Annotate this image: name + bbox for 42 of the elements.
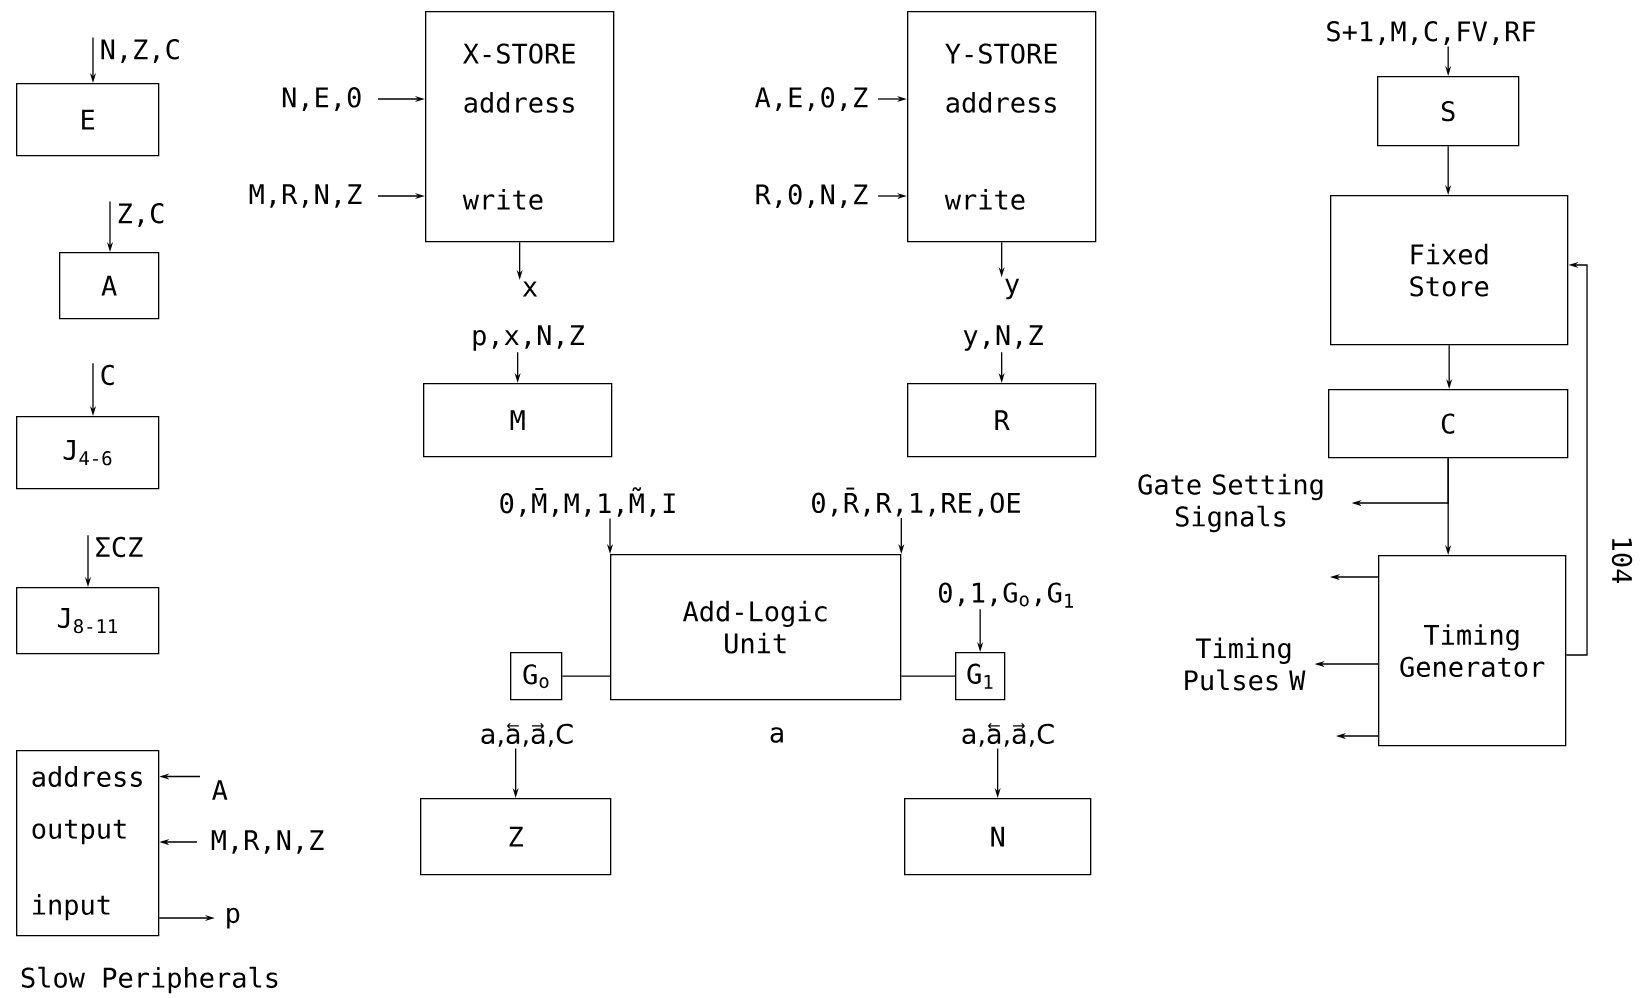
signal-label: M,R,N,Z xyxy=(211,830,324,854)
register-box: M xyxy=(423,383,613,458)
signal-label: p xyxy=(227,907,240,929)
signal-label: N,E,0 xyxy=(282,87,361,111)
text-label: a xyxy=(770,727,783,743)
signal-label: Z,C xyxy=(118,203,164,227)
gate-box: G$_{o}$ xyxy=(510,652,563,701)
register-box: J$_{4-6}$ xyxy=(16,416,160,490)
signal-label: A xyxy=(212,780,228,800)
signal-label: M,R,N,Z xyxy=(249,184,362,208)
register-box: E xyxy=(16,83,160,157)
register-box: R xyxy=(907,383,1097,458)
signal-label: y,N,Z xyxy=(963,325,1043,351)
logic-unit-box: Add-Logic Unit xyxy=(610,554,902,701)
signal-label: R,0,N,Z xyxy=(756,184,868,208)
signal-label: Timing Pulses W xyxy=(1185,637,1306,691)
register-box: Z xyxy=(420,798,612,876)
signal-label: N,Z,C xyxy=(101,39,179,63)
register-box: N xyxy=(904,798,1092,876)
signal-label: C xyxy=(101,364,114,386)
gate-box: G$_{1}$ xyxy=(955,652,1006,701)
signal-label: y xyxy=(1005,278,1020,300)
signal-label: p,x,N,Z xyxy=(473,325,585,351)
signal-label: Gate Setting Signals xyxy=(1138,473,1323,533)
register-box: C xyxy=(1328,389,1569,459)
peripherals-box: address output input xyxy=(16,750,160,937)
page-number: 104 xyxy=(1611,538,1633,584)
text-label: Slow Peripherals xyxy=(21,966,278,994)
register-box: J$_{8-11}$ xyxy=(16,587,160,655)
signal-label: 0,M̄,M,1,M̃,I xyxy=(500,487,675,517)
signal-label: 0,1,G$_{o}$,G$_{1}$ xyxy=(939,582,1073,608)
signal-label: ΣCZ xyxy=(96,536,143,558)
signal-label: A,E,0,Z xyxy=(755,87,868,111)
store-box: Fixed Store xyxy=(1330,195,1569,346)
signal-label: S+1,M,C,FV,RF xyxy=(1327,21,1536,45)
signal-label: 0,R̄,R,1,RE,OE xyxy=(812,487,1020,517)
signal-label: x xyxy=(522,281,538,297)
generator-box: Timing Generator xyxy=(1378,555,1567,747)
signal-label: a,a⃖,a⃗,C xyxy=(481,723,573,747)
signal-label: a,a⃖,a⃗,C xyxy=(962,723,1054,747)
register-box: S xyxy=(1377,76,1520,147)
register-box: A xyxy=(59,252,160,320)
